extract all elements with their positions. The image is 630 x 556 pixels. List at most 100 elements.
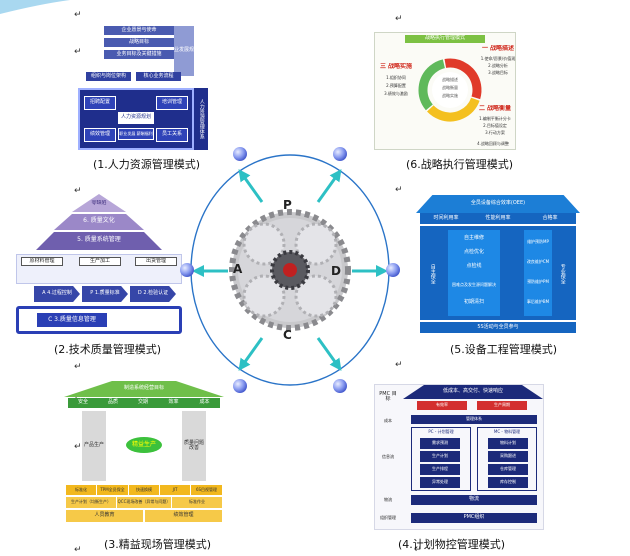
strategy-ring-label: 战略实施 bbox=[442, 93, 458, 98]
pmc-left-label: 成本 bbox=[384, 417, 392, 423]
lean-row2: 生产计划（均衡生产） QCC现场改善（异常与问题） 标准作业 bbox=[66, 497, 222, 508]
pmc-target-label: PMC 目标 bbox=[379, 390, 397, 402]
equipment-center-item: 困难点及发生源问题解决 bbox=[452, 281, 496, 287]
hr-grid-training: 培训管理 bbox=[156, 96, 188, 110]
hub-node bbox=[333, 379, 347, 393]
paragraph-mark: ↵ bbox=[74, 47, 82, 57]
hub-node bbox=[180, 263, 194, 277]
strategy-header: 战略执行管理模式 bbox=[405, 35, 485, 43]
lean-block: 6S目视管理 bbox=[191, 485, 222, 495]
strategy-describe-item: 1.使命/愿景/价值观 bbox=[480, 56, 516, 61]
caption-strategy: (6.战略执行管理模式) bbox=[406, 158, 514, 171]
lean-block: TPM全员保全 bbox=[97, 485, 128, 495]
arrow-to-strategy bbox=[316, 169, 342, 203]
pmc-goal: 有效率 bbox=[417, 401, 467, 410]
paragraph-mark: ↵ bbox=[414, 545, 422, 555]
lean-badge: 精益生产 bbox=[126, 437, 162, 453]
quality-arrow-control: A 4.过程控制 bbox=[34, 286, 80, 302]
hr-grid-pay: 职业发展 薪酬福利 bbox=[118, 128, 154, 140]
paragraph-mark: ↵ bbox=[74, 442, 82, 452]
pmc-roof: 低成本、高交付、快速响应 bbox=[403, 385, 543, 399]
hr-row-business: 业务目标及关键措施 bbox=[104, 50, 174, 59]
equipment-roof: 全员设备综合效率(OEE) bbox=[416, 195, 580, 213]
arrow-to-lean bbox=[238, 337, 264, 371]
hr-model-figure: 企业愿景与使命 战略目标 业务目标及关键措施 职业发展规划 组织与岗位架构 核心… bbox=[74, 24, 210, 154]
pmc-col-title: MC - 物料管理 bbox=[493, 428, 521, 434]
strategy-measure-item: 2.目标值设定 bbox=[483, 123, 507, 128]
lean-block: 生产计划（均衡生产） bbox=[66, 497, 116, 508]
lean-goal-row: 安全 品质 交期 效率 成本 bbox=[68, 398, 220, 408]
hr-grid-recruit: 招聘配置 bbox=[84, 96, 116, 110]
pmc-goal: 生产周期 bbox=[477, 401, 527, 410]
strategy-implement-item: 2.预算配置 bbox=[386, 83, 406, 88]
pmc-pc-col: PC - 计划管理 需求预测 生产计划 生产排程 异常处理 bbox=[411, 427, 471, 491]
paragraph-mark: ↵ bbox=[395, 14, 403, 24]
pmc-col-title: PC - 计划管理 bbox=[428, 428, 454, 434]
hr-side: 职业发展规划 bbox=[174, 26, 194, 76]
equipment-maint-item: 维护预防MP bbox=[527, 238, 549, 244]
strategy-measure-block: 二 战略衡量 1.编制平衡计分卡 2.目标值设定 3.行动方案 bbox=[475, 105, 515, 141]
lean-model-figure: 制造系统经营目标 安全 品质 交期 效率 成本 产品生产 质量问题改善 精益生产… bbox=[64, 381, 224, 527]
pmc-goal-row: 有效率 生产周期 bbox=[409, 401, 537, 410]
strategy-implement-block: 三 战略实施 1.组织协同 2.预算配置 3.绩效与激励 bbox=[377, 63, 415, 123]
quality-loop: C 3.质量信息管理 bbox=[16, 306, 182, 334]
pdca-letter-p: P bbox=[283, 198, 292, 212]
quality-top: 零缺陷 bbox=[91, 200, 107, 207]
strategy-measure-item: 1.编制平衡计分卡 bbox=[479, 116, 511, 121]
caption-equipment: (5.设备工程管理模式) bbox=[450, 343, 558, 356]
caption-hr: (1.人力资源管理模式) bbox=[93, 158, 201, 171]
paragraph-mark: ↵ bbox=[74, 392, 82, 402]
lean-left-pillar: 产品生产 bbox=[82, 411, 106, 481]
paragraph-mark: ↵ bbox=[74, 362, 82, 372]
equipment-head: 时间利用率 bbox=[433, 214, 459, 221]
hr-grid-relations: 员工关系 bbox=[156, 128, 188, 142]
strategy-measure-title: 二 战略衡量 bbox=[478, 105, 512, 113]
arrow-to-pmc bbox=[316, 337, 342, 371]
strategy-cycle bbox=[418, 58, 482, 122]
hr-process: 核心业务流程 bbox=[136, 72, 181, 81]
hub-node bbox=[333, 147, 347, 161]
pdca-letter-c: C bbox=[283, 328, 292, 342]
paragraph-mark: ↵ bbox=[395, 360, 403, 370]
pmc-left-label: 物流 bbox=[384, 496, 392, 502]
equipment-body: 自主保全 专业保全 自主维修 点检优化 点检线 困难点及发生源问题解决 初期清扫… bbox=[420, 226, 576, 320]
quality-flow-band: 原材料管理 生产加工 出货管理 bbox=[16, 254, 182, 284]
lean-block: 标准化 bbox=[66, 485, 96, 495]
pmc-mc-col: MC - 物料管理 物料计划 采购跟进 仓库管理 库存控制 bbox=[477, 427, 537, 491]
strategy-measure-item: 3.行动方案 bbox=[485, 130, 505, 135]
lean-goal: 安全 bbox=[77, 399, 88, 406]
paragraph-mark: ↵ bbox=[74, 10, 82, 20]
pmc-item: 物料计划 bbox=[488, 438, 528, 449]
pmc-item: 生产计划 bbox=[420, 451, 460, 462]
arrow-to-hr bbox=[238, 169, 264, 203]
quality-model-figure: 零缺陷 6. 质量文化 5. 质量系统管理 原材料管理 生产加工 出货管理 A … bbox=[14, 194, 182, 336]
equipment-right-stack: 维护预防MP 改良维护CM 预防维护PM 事后维护BM bbox=[524, 230, 552, 316]
lean-block: QCC现场改善（异常与问题） bbox=[117, 497, 171, 508]
caption-lean: (3.精益现场管理模式) bbox=[104, 538, 212, 551]
quality-arrow-row: A 4.过程控制 P 1.质量标准 D 2.检验认证 bbox=[16, 286, 184, 304]
paragraph-mark: ↵ bbox=[74, 186, 82, 196]
pmc-item: 采购跟进 bbox=[488, 451, 528, 462]
hr-row-strategy: 战略目标 bbox=[104, 38, 174, 47]
pmc-item: 异常处理 bbox=[420, 477, 460, 488]
pmc-flow-bar: 物流 bbox=[411, 495, 537, 505]
hub-node bbox=[233, 379, 247, 393]
lean-goal: 成本 bbox=[199, 399, 210, 406]
equipment-center-item: 自主维修 bbox=[463, 235, 484, 242]
pmc-item: 生产排程 bbox=[420, 464, 460, 475]
equipment-head-row: 时间利用率 性能利用率 合格率 bbox=[420, 213, 576, 224]
hr-row-vision: 企业愿景与使命 bbox=[104, 26, 174, 35]
hub-node bbox=[233, 147, 247, 161]
pmc-left-label: 组织管理 bbox=[380, 514, 396, 520]
lean-goal: 交期 bbox=[137, 399, 148, 406]
equipment-center-item: 点检线 bbox=[466, 263, 482, 270]
hr-grid-planning: 人力资源规划 bbox=[118, 112, 154, 124]
corner-decoration bbox=[0, 0, 70, 14]
quality-system: 5. 质量系统管理 bbox=[77, 235, 121, 243]
quality-flow-step: 生产加工 bbox=[79, 257, 121, 266]
pmc-item: 库存控制 bbox=[488, 477, 528, 488]
lean-block: 人员教育 bbox=[66, 510, 143, 522]
equipment-head: 性能利用率 bbox=[485, 214, 511, 221]
lean-block: 标准作业 bbox=[172, 497, 222, 508]
strategy-ring-label: 战略衡量 bbox=[442, 85, 458, 90]
